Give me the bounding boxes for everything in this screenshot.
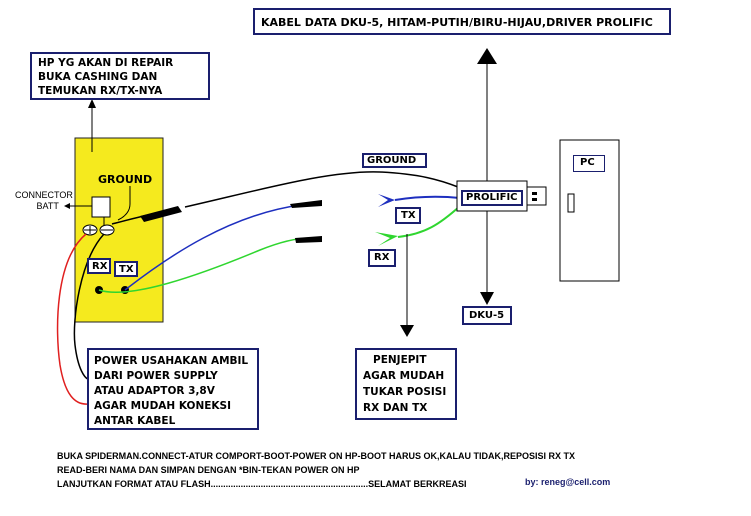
tx-phone-box: TX [114,261,138,277]
blue-tx-wire [124,204,301,291]
battery-connector [91,196,111,218]
rx-phone-box: RX [87,258,111,274]
dku-arrow-head [480,292,494,305]
blue-cable-wire [394,195,461,201]
kabel-data-text: KABEL DATA DKU-5, HITAM-PUTIH/BIRU-HIJAU… [261,16,653,29]
power-line-5: ANTAR KABEL [94,415,176,427]
ground-pointer [117,186,131,221]
hp-repair-line-3: TEMUKAN RX/TX-NYA [38,85,163,97]
dku5-box: DKU-5 [462,306,512,325]
penjepit-line-2: AGAR MUDAH [363,370,445,382]
blue-clip-cable [378,194,395,207]
prolific-box: PROLIFIC [461,190,523,206]
tx-cable-text: TX [401,210,416,221]
pc-drive-slot [567,193,575,213]
blue-tip-clip [290,200,322,208]
green-clip-cable [375,232,398,246]
phone-arrow-head [88,99,96,108]
rx-cable-text: RX [374,252,390,263]
kabel-data-box: KABEL DATA DKU-5, HITAM-PUTIH/BIRU-HIJAU… [253,8,671,35]
hp-repair-box: HP YG AKAN DI REPAIR BUKA CASHING DAN TE… [30,52,210,100]
rx-phone-text: RX [92,261,108,272]
power-line-4: AGAR MUDAH KONEKSI [94,400,232,412]
pc-label-box: PC [573,155,605,172]
ground-clip-black [140,206,182,222]
usb-contact-2 [532,198,537,201]
power-line-3: ATAU ADAPTOR 3,8V [94,385,215,397]
power-line-1: POWER USAHAKAN AMBIL [94,355,249,367]
penjepit-line-3: TUKAR POSISI [363,386,447,398]
prolific-text: PROLIFIC [466,192,518,203]
green-rx-wire [98,237,311,293]
kabel-arrow-head [477,48,497,64]
ground-cable-box: GROUND [362,153,427,168]
instruction-line-1: BUKA SPIDERMAN.CONNECT-ATUR COMPORT-BOOT… [57,451,576,461]
ground-wire-long [184,171,459,208]
credit-text: by: reneg@cell.com [525,477,611,487]
instruction-line-2: READ-BERI NAMA DAN SIMPAN DENGAN *BIN-TE… [57,465,360,475]
rx-cable-box: RX [368,249,396,267]
tx-phone-text: TX [119,264,134,275]
usb-plug [526,186,547,206]
connector-label-line-2: BATT [36,201,59,211]
hp-repair-line-2: BUKA CASHING DAN [38,71,158,83]
hp-repair-line-1: HP YG AKAN DI REPAIR [38,57,174,69]
usb-contact-1 [532,192,537,195]
green-tip-clip [295,236,322,243]
connector-pointer-head [64,203,70,209]
dku5-text: DKU-5 [469,310,505,321]
penjepit-line-4: RX DAN TX [363,402,428,414]
penjepit-arrow-head [400,325,414,337]
penjepit-box: PENJEPIT AGAR MUDAH TUKAR POSISI RX DAN … [355,348,457,420]
connector-label: CONNECTOR BATT [15,190,73,212]
connector-label-line-1: CONNECTOR [15,190,73,200]
pc-text: PC [580,157,595,168]
power-line-2: DARI POWER SUPPLY [94,370,218,382]
tx-cable-box: TX [395,207,421,224]
ground-phone-label: GROUND [98,173,153,186]
power-box: POWER USAHAKAN AMBIL DARI POWER SUPPLY A… [87,348,259,430]
red-power-wire [56,233,89,405]
ground-cable-text: GROUND [367,155,417,166]
green-cable-wire [397,205,461,238]
instruction-line-3: LANJUTKAN FORMAT ATAU FLASH.............… [57,479,467,489]
penjepit-line-1: PENJEPIT [373,354,427,366]
